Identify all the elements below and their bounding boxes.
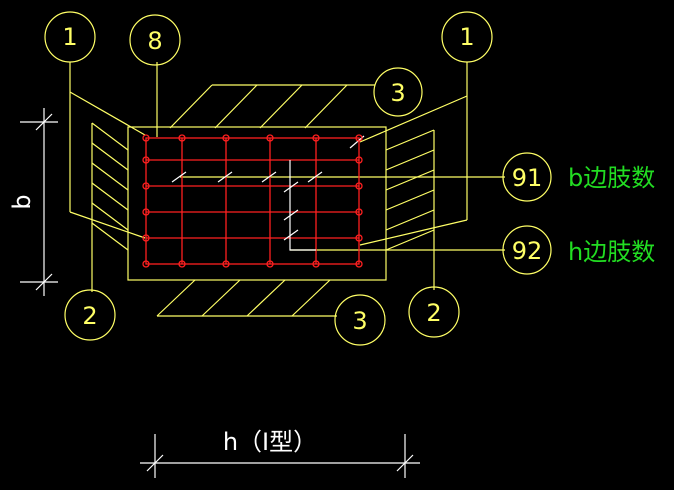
corner-bars: [142, 134, 363, 268]
leader-1-right: [359, 62, 468, 246]
svg-text:3: 3: [390, 79, 405, 107]
bubble-2-right: 2: [408, 286, 460, 338]
bubble-1-left: 1: [44, 11, 96, 63]
svg-text:8: 8: [147, 27, 162, 55]
outer-stirrup: [145, 137, 360, 265]
bubble-3-top: 3: [373, 67, 423, 117]
tie-ticks: [171, 135, 365, 241]
svg-text:2: 2: [82, 302, 97, 330]
svg-text:2: 2: [426, 299, 441, 327]
svg-text:92: 92: [512, 237, 543, 265]
right-hatch: [385, 129, 435, 262]
bubble-92: 92: [502, 225, 552, 275]
section-outline: [127, 126, 387, 281]
inner-tie: [289, 160, 316, 251]
bubble-8: 8: [129, 14, 181, 66]
top-hatch: [169, 84, 375, 129]
note-h-side: h边肢数: [568, 238, 655, 266]
dimension-h: [140, 434, 420, 478]
bubble-1-right: 1: [441, 11, 493, 63]
dimension-b: [20, 108, 58, 296]
svg-text:1: 1: [459, 23, 474, 51]
leader-1-left: [69, 62, 146, 239]
bubble-91: 91: [502, 152, 552, 202]
dimension-h-label: h（I型）: [223, 428, 317, 456]
rebar-cage: [145, 137, 360, 265]
bubble-3-bottom: 3: [334, 294, 386, 346]
bottom-hatch: [156, 279, 337, 317]
bubble-2-left: 2: [64, 289, 116, 341]
left-hatch: [91, 122, 129, 258]
note-b-side: b边肢数: [568, 164, 655, 192]
svg-text:3: 3: [352, 307, 367, 335]
dimension-b-label: b: [8, 194, 36, 209]
svg-text:91: 91: [512, 164, 543, 192]
svg-text:1: 1: [62, 23, 77, 51]
